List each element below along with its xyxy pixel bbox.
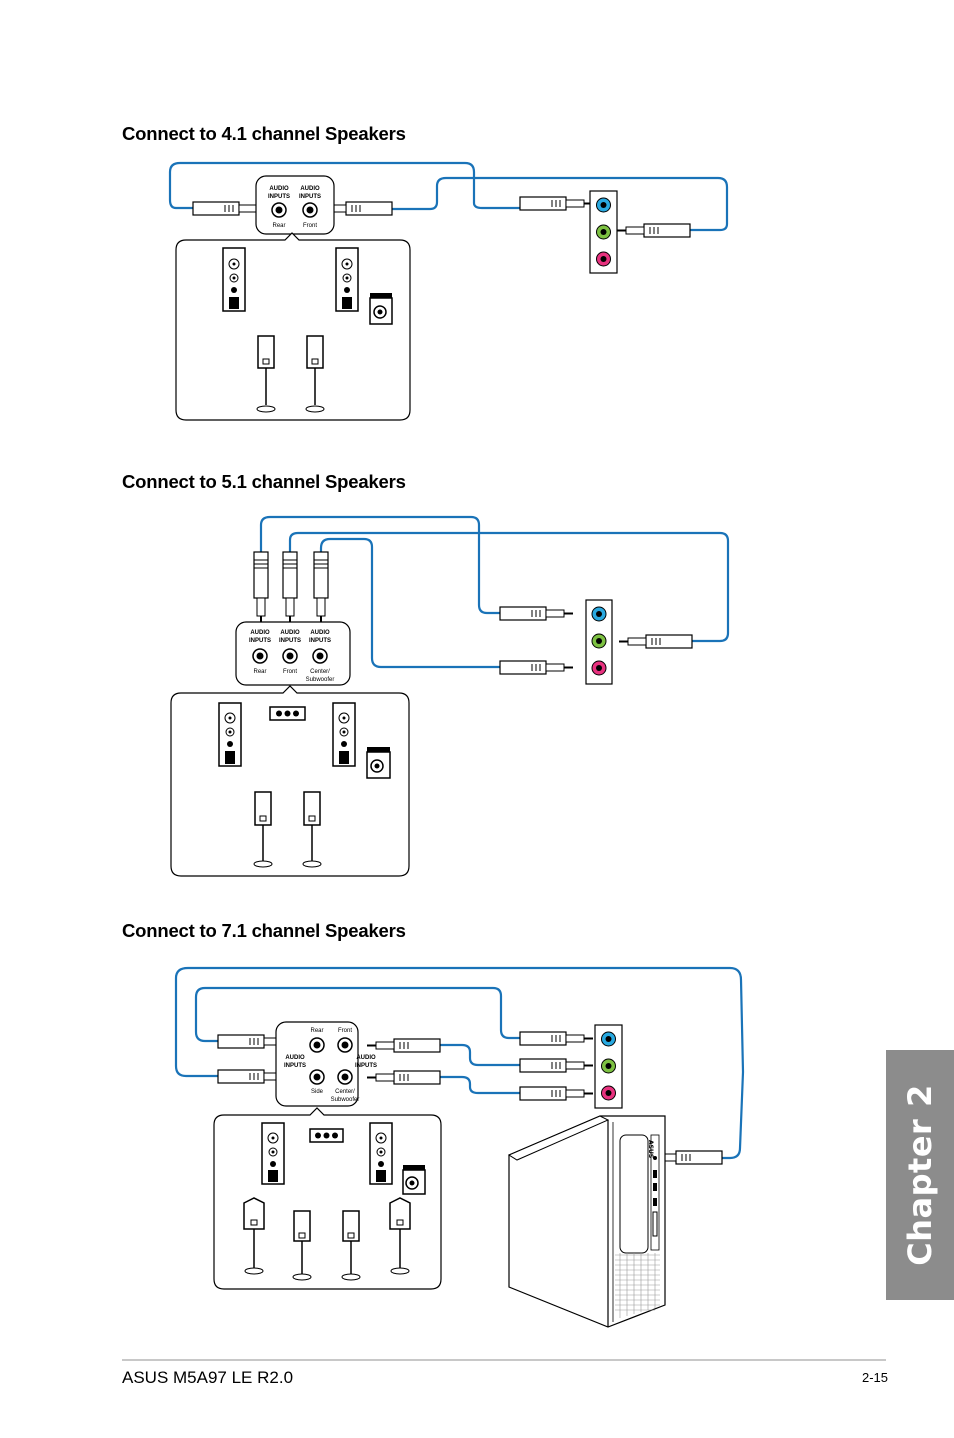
audio-plug xyxy=(617,223,691,238)
label-audio: AUDIO xyxy=(285,1055,305,1061)
diagram-7-1-channel: Rear Front AUDIO INPUTS AUDIO INPUTS Sid… xyxy=(174,966,745,1328)
label-audio: AUDIO xyxy=(356,1055,376,1061)
label-front: Front xyxy=(283,669,297,675)
label-front: Front xyxy=(303,223,317,229)
chapter-tab: Chapter 2 xyxy=(886,1050,954,1300)
satellite-speaker xyxy=(341,1210,361,1281)
label-side: Side xyxy=(311,1089,324,1095)
satellite-speaker xyxy=(256,335,276,413)
subwoofer xyxy=(369,293,393,325)
speaker-input-panel: AUDIO INPUTS AUDIO INPUTS AUDIO INPUTS R… xyxy=(235,621,351,686)
label-inputs: INPUTS xyxy=(249,638,271,644)
center-speaker xyxy=(309,1128,344,1143)
speaker-input-panel: AUDIO INPUTS AUDIO INPUTS Rear Front xyxy=(255,175,335,235)
svg-text:ASUS: ASUS xyxy=(647,1140,654,1158)
label-rear: Rear xyxy=(253,669,266,675)
satellite-speaker xyxy=(302,791,322,868)
audio-plug xyxy=(619,634,693,649)
label-inputs: INPUTS xyxy=(268,194,290,200)
tower-speaker xyxy=(222,247,246,312)
tower-speaker xyxy=(218,702,242,767)
audio-jack-panel xyxy=(585,599,613,685)
label-rear: Rear xyxy=(272,223,285,229)
audio-plug xyxy=(313,551,329,626)
label-inputs: INPUTS xyxy=(279,638,301,644)
satellite-speaker xyxy=(389,1197,411,1275)
footer-product: ASUS M5A97 LE R2.0 xyxy=(122,1368,294,1387)
cable xyxy=(174,966,745,1160)
label-center: Center/ xyxy=(335,1089,355,1095)
subwoofer xyxy=(402,1165,426,1195)
label-subwoofer: Subwoofer xyxy=(306,677,335,683)
audio-jack-panel xyxy=(594,1024,623,1109)
section-heading-4-1: Connect to 4.1 channel Speakers xyxy=(122,123,406,144)
footer-rule xyxy=(122,1359,886,1361)
footer-page-number: 2-15 xyxy=(861,1370,888,1385)
label-audio: AUDIO xyxy=(300,186,320,192)
label-rear: Rear xyxy=(310,1028,323,1034)
label-inputs: INPUTS xyxy=(299,194,321,200)
audio-plug xyxy=(519,1058,593,1073)
satellite-speaker xyxy=(305,335,325,413)
label-subwoofer: Subwoofer xyxy=(331,1097,360,1103)
label-audio: AUDIO xyxy=(280,630,300,636)
audio-plug xyxy=(519,196,593,211)
label-audio: AUDIO xyxy=(310,630,330,636)
label-inputs: INPUTS xyxy=(309,638,331,644)
pc-case: ASUS xyxy=(507,1115,666,1328)
cable xyxy=(259,515,502,615)
audio-plug xyxy=(367,1038,441,1053)
tower-speaker xyxy=(332,702,356,767)
satellite-speaker xyxy=(292,1210,312,1281)
audio-plug xyxy=(253,551,269,626)
speaker-input-panel: Rear Front AUDIO INPUTS AUDIO INPUTS Sid… xyxy=(275,1021,377,1107)
cable xyxy=(440,1075,522,1095)
speaker-enclosure xyxy=(175,232,411,421)
tower-speaker xyxy=(369,1122,393,1185)
label-audio: AUDIO xyxy=(269,186,289,192)
audio-plug xyxy=(499,660,573,675)
audio-plug xyxy=(282,551,298,626)
satellite-speaker xyxy=(243,1197,265,1275)
audio-plug xyxy=(192,201,266,216)
audio-plug xyxy=(519,1086,593,1101)
label-audio: AUDIO xyxy=(250,630,270,636)
label-inputs: INPUTS xyxy=(355,1063,377,1069)
chapter-label: Chapter 2 xyxy=(901,1084,939,1266)
subwoofer xyxy=(366,747,391,779)
center-speaker xyxy=(269,706,306,721)
label-center: Center/ xyxy=(310,669,330,675)
label-inputs: INPUTS xyxy=(284,1063,306,1069)
section-heading-7-1: Connect to 7.1 channel Speakers xyxy=(122,920,406,941)
cable xyxy=(319,537,502,669)
satellite-speaker xyxy=(253,791,273,868)
tower-speaker xyxy=(335,247,359,312)
audio-plug xyxy=(519,1031,593,1046)
diagram-5-1-channel: AUDIO INPUTS AUDIO INPUTS AUDIO INPUTS R… xyxy=(170,515,730,877)
audio-plug xyxy=(499,606,573,621)
cable xyxy=(440,1043,522,1067)
label-front: Front xyxy=(338,1028,352,1034)
audio-jack-panel xyxy=(589,190,618,274)
cable xyxy=(392,176,729,232)
tower-speaker xyxy=(261,1122,285,1185)
cable xyxy=(194,986,522,1043)
cable xyxy=(288,531,730,643)
section-heading-5-1: Connect to 5.1 channel Speakers xyxy=(122,471,406,492)
diagram-4-1-channel: AUDIO INPUTS AUDIO INPUTS Rear Front xyxy=(168,161,729,421)
cable xyxy=(168,161,520,210)
audio-plug xyxy=(367,1070,441,1085)
